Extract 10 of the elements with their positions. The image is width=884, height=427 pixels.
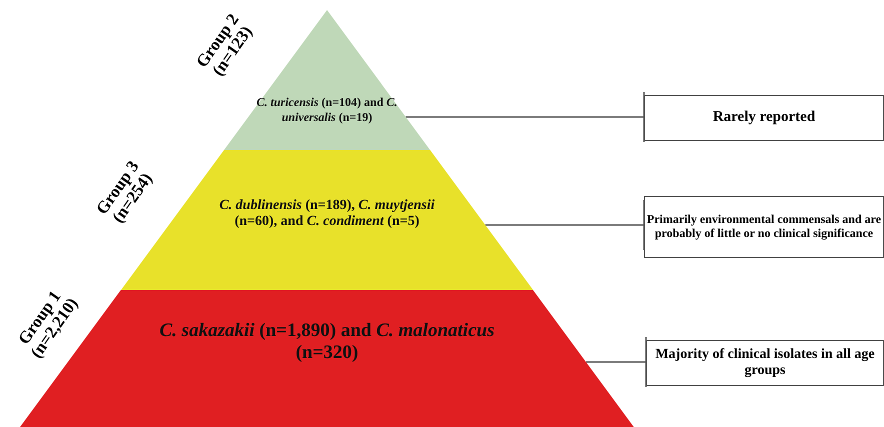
connector-line [586, 336, 647, 388]
tier-text: C. turicensis (n=104) and C. universalis (n=19) [256, 95, 398, 125]
tier-text: C. dublinensis (n=189), C. muytjensii (n=60), and C. condiment (n=5) [218, 198, 436, 230]
connector-line [406, 91, 645, 143]
connector-line [485, 199, 645, 251]
pyramid-tier [20, 290, 634, 427]
description-box: Majority of clinical isolates in all age groups [646, 340, 884, 386]
description-box: Rarely reported [644, 95, 884, 141]
tier-text: C. sakazakii (n=1,890) and C. malonaticus (n=320) [158, 320, 496, 364]
description-box: Primarily environmental commensals and are probably of little or no clinical significance [644, 196, 884, 258]
